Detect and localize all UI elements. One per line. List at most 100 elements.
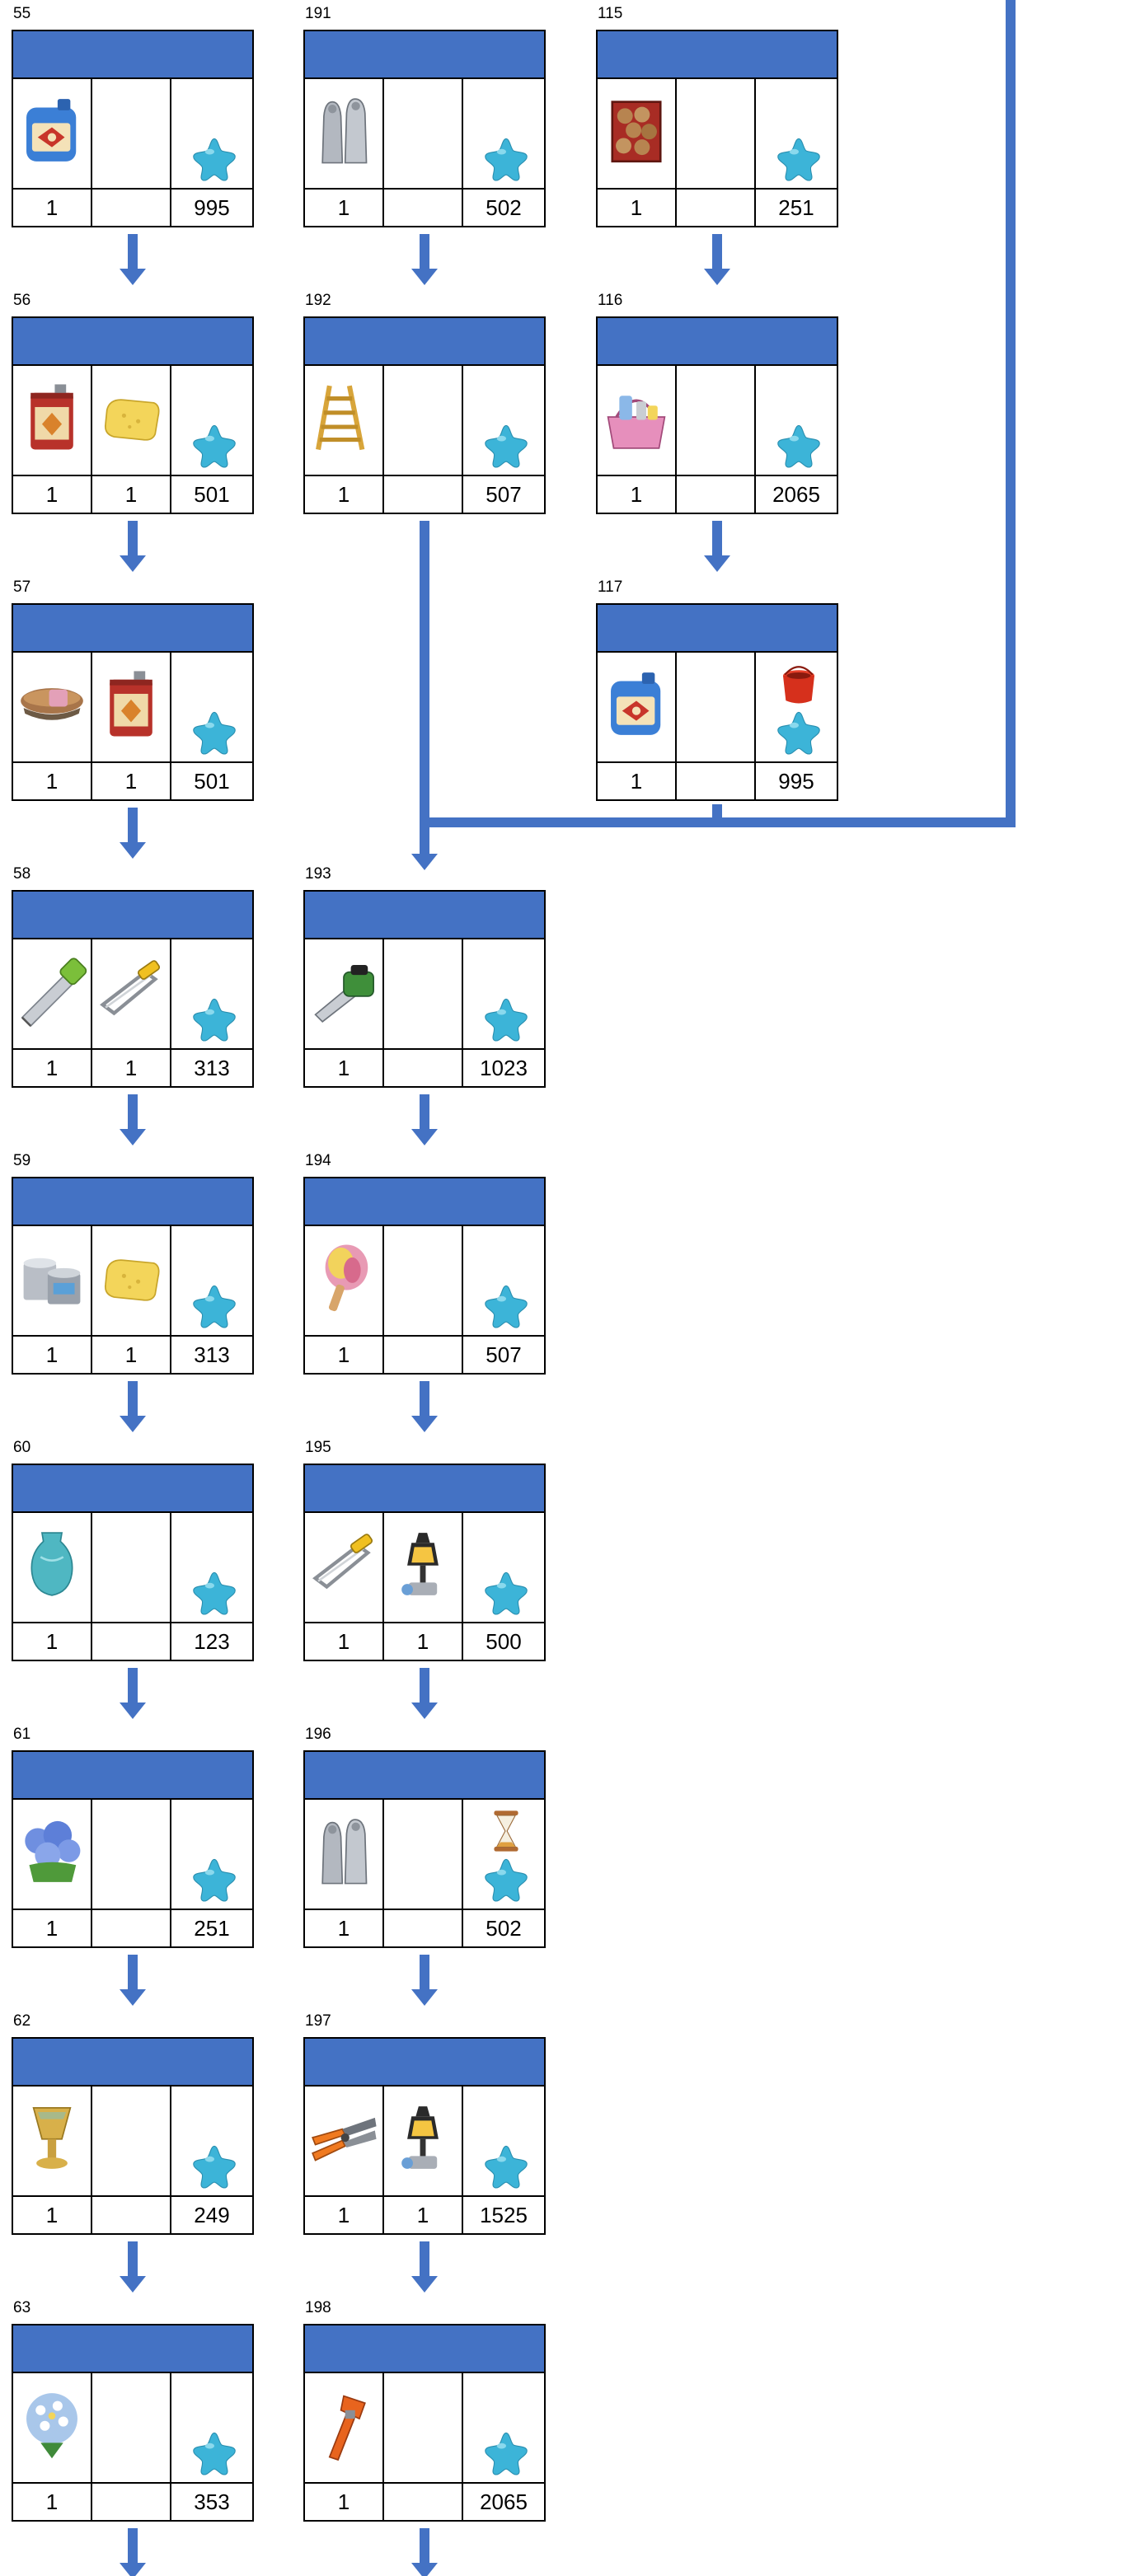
- item-quantity: 1: [92, 476, 171, 513]
- item-cell: [13, 1511, 92, 1622]
- item-cell: [677, 651, 756, 761]
- reward-value: 251: [194, 1916, 230, 1941]
- reward-cell: [463, 1798, 544, 1909]
- reward-cell: [171, 1225, 252, 1335]
- quest-body: [303, 364, 546, 475]
- quest-body: [303, 1798, 546, 1909]
- item-quantity: 1: [305, 1910, 384, 1946]
- reward-cell: [463, 364, 544, 475]
- reward-value: 1023: [480, 1056, 528, 1080]
- item-cell: [305, 938, 384, 1048]
- golden-goblet-icon: [16, 2096, 87, 2179]
- quest-header: [12, 2037, 254, 2087]
- item-cell: [305, 2085, 384, 2195]
- item-cell: [305, 1225, 384, 1335]
- item-cell: [13, 364, 92, 475]
- quest-body: [12, 1225, 254, 1335]
- quest-id: 197: [305, 2012, 331, 2030]
- quest-id: 62: [13, 2012, 31, 2030]
- quest-header: [303, 2324, 546, 2373]
- quest-id: 196: [305, 1726, 331, 1743]
- item-cell: [598, 651, 677, 761]
- item-quantity: 1: [305, 476, 384, 513]
- item-cell: [384, 938, 463, 1048]
- down-arrow-shaft: [712, 521, 722, 555]
- reward-cell: [463, 1511, 544, 1622]
- quest-header: [303, 316, 546, 366]
- quest-header: [303, 2037, 546, 2087]
- reward-value: 502: [486, 1916, 522, 1941]
- down-arrow-shaft: [420, 1955, 429, 1989]
- yellow-sponge-icon: [96, 1236, 167, 1318]
- quest-card: 192 1 507: [303, 290, 546, 514]
- item-quantity: [384, 1050, 463, 1086]
- quest-id: 56: [13, 292, 31, 309]
- pipe-wrench-icon: [308, 2383, 379, 2466]
- item-cell: [384, 1511, 463, 1622]
- reward-cell: [463, 938, 544, 1048]
- quest-body: [12, 651, 254, 761]
- hand-saw-icon: [16, 949, 87, 1032]
- item-quantity: 1: [13, 2197, 92, 2233]
- down-arrow: [120, 2276, 146, 2293]
- down-arrow-shaft: [128, 1381, 138, 1416]
- down-arrow: [411, 1703, 438, 1719]
- blue-star-icon: [191, 135, 237, 181]
- down-arrow-shaft: [712, 234, 722, 269]
- reward-cell: [171, 77, 252, 188]
- item-quantity: 1: [92, 1337, 171, 1373]
- down-arrow-shaft: [420, 1668, 429, 1703]
- down-arrow: [704, 269, 730, 285]
- merge-line: [425, 817, 1016, 827]
- quest-header: [12, 603, 254, 653]
- item-cell: [13, 2372, 92, 2482]
- item-quantity: [92, 2484, 171, 2520]
- reward-value: 313: [194, 1342, 230, 1367]
- reward-cell: [171, 651, 252, 761]
- reward-value: 995: [194, 195, 230, 220]
- blue-star-icon: [483, 135, 529, 181]
- reward-cell: [463, 2372, 544, 2482]
- quest-body: [303, 938, 546, 1048]
- down-arrow-shaft: [128, 1668, 138, 1703]
- down-arrow: [411, 269, 438, 285]
- down-arrow: [411, 1416, 438, 1432]
- quest-body: [12, 938, 254, 1048]
- quest-header: [12, 1464, 254, 1513]
- item-quantity: [384, 2484, 463, 2520]
- item-quantity: 1: [305, 1337, 384, 1373]
- item-cell: [13, 77, 92, 188]
- item-quantity: 1: [384, 2197, 463, 2233]
- quest-body: [12, 2372, 254, 2482]
- item-cell: [92, 2085, 171, 2195]
- quest-id: 192: [305, 292, 331, 309]
- reward-value: 500: [486, 1629, 522, 1654]
- quest-body: [12, 77, 254, 188]
- quest-body: [12, 1511, 254, 1622]
- quest-body: [303, 77, 546, 188]
- reward-value: 507: [486, 482, 522, 507]
- quest-id: 59: [13, 1152, 31, 1169]
- item-cell: [92, 938, 171, 1048]
- item-quantity: 1: [305, 1050, 384, 1086]
- item-cell: [305, 364, 384, 475]
- quest-header: [12, 316, 254, 366]
- blue-star-icon: [191, 2429, 237, 2475]
- item-cell: [677, 77, 756, 188]
- quest-header: [596, 603, 838, 653]
- down-arrow: [120, 1989, 146, 2006]
- reward-value: 353: [194, 2489, 230, 2514]
- red-oil-can-icon: [96, 663, 167, 745]
- quest-id: 198: [305, 2299, 331, 2316]
- item-quantity: 1: [598, 190, 677, 226]
- item-cell: [305, 1798, 384, 1909]
- reward-cell: [171, 2372, 252, 2482]
- quest-header: [303, 1177, 546, 1226]
